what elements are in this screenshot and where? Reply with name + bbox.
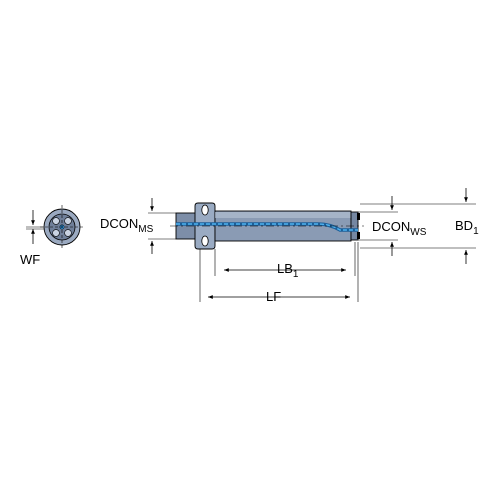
dcon-ms-label: DCONMS	[100, 216, 154, 235]
lb1-label: LB1	[277, 261, 299, 280]
wf-dimension	[26, 210, 44, 244]
bd1-dimension	[360, 188, 476, 264]
wf-label: WF	[20, 252, 40, 267]
dcon-ws-dimension	[358, 196, 398, 256]
end-view	[40, 205, 84, 249]
lf-label: LF	[266, 289, 281, 304]
bd1-label: BD1	[455, 218, 479, 237]
flange-slot-top	[201, 204, 209, 216]
dcon-ms-dimension	[148, 198, 176, 254]
lf-dimension	[199, 242, 359, 302]
dcon-ws-label: DCONWS	[372, 219, 427, 238]
coolant-holes-icon	[52, 217, 72, 237]
lb1-dimension	[214, 242, 356, 276]
tool-side-view	[170, 202, 364, 250]
flange-slot-bottom	[201, 235, 209, 247]
